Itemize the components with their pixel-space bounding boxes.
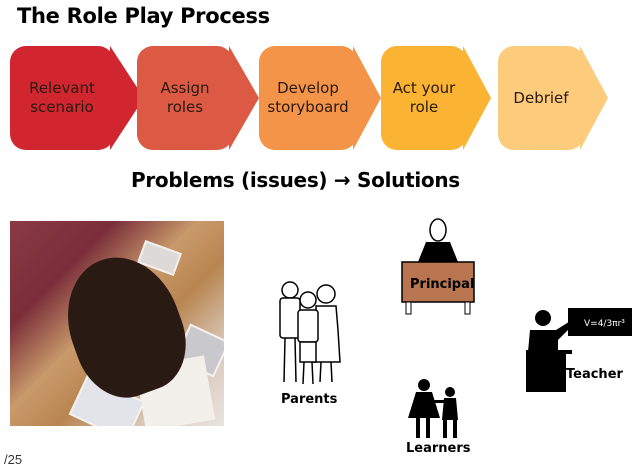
learners-label: Learners bbox=[406, 441, 471, 456]
principal-label: Principal bbox=[410, 277, 475, 292]
slide-title: The Role Play Process bbox=[17, 4, 270, 28]
formula-text: V=4/3πr³ bbox=[584, 319, 625, 329]
teacher-icon: V=4/3πr³ bbox=[526, 308, 632, 392]
parents-icon bbox=[279, 281, 341, 385]
arrow-right-icon bbox=[580, 46, 608, 150]
parents-label: Parents bbox=[281, 392, 338, 407]
principal-desk-icon bbox=[401, 218, 475, 315]
problems-solutions-heading: Problems (issues) → Solutions bbox=[131, 168, 460, 192]
learners-icon bbox=[408, 379, 458, 438]
page-number: /25 bbox=[4, 452, 23, 467]
arrow-right-icon bbox=[463, 46, 491, 150]
classroom-photo bbox=[10, 221, 224, 426]
teacher-label: Teacher bbox=[566, 367, 623, 382]
arrow-right-icon bbox=[229, 46, 259, 150]
process-step-debrief: Debrief bbox=[498, 42, 624, 157]
arrow-right-icon bbox=[353, 46, 381, 150]
